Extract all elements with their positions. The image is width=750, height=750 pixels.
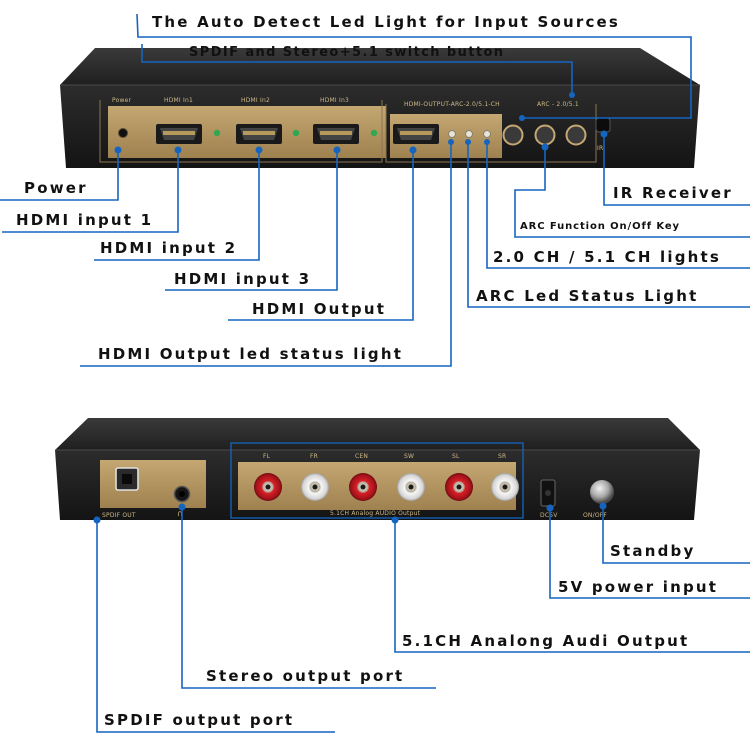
callout-power: Power (24, 179, 88, 197)
back-cen-caption: CEN (355, 453, 368, 460)
hdmi-in1-led (213, 129, 221, 137)
back-sl-caption: SL (452, 453, 460, 460)
back-onoff-caption: ON/OFF (583, 512, 607, 519)
leader-dots (93, 92, 608, 524)
callout-hdmi-output-led: HDMI Output led status light (98, 345, 404, 363)
hdmi-output-port (393, 124, 439, 144)
callout-spdif-output-port: SPDIF output port (104, 711, 295, 729)
back-sr-caption: SR (498, 453, 506, 460)
standby-switch (590, 480, 614, 504)
back-dc5v-caption: DC5V (540, 512, 558, 519)
hdmi-output-status-led (448, 130, 456, 138)
callout-hdmi-input-2: HDMI input 2 (100, 239, 238, 257)
callout-stereo-output-port: Stereo output port (206, 667, 405, 685)
front-hdmi-in3-caption: HDMI In3 (320, 97, 349, 104)
front-top-surface (60, 48, 700, 85)
arc-function-button (534, 124, 556, 146)
callout-spdif-switch: SPDIF and Stereo+5.1 switch button (189, 45, 505, 60)
back-spdif-caption: SPDIF OUT (102, 512, 136, 519)
hdmi-in3-port (313, 124, 359, 144)
front-hdmi-in1-caption: HDMI In1 (164, 97, 193, 104)
front-device: Power HDMI In1 HDMI In2 HDMI In3 HDMI-OU… (60, 48, 700, 168)
front-arc-group-caption: ARC - 2.0/5.1 (537, 101, 579, 108)
hdmi-in2-led (292, 129, 300, 137)
callout-hdmi-input-3: HDMI input 3 (174, 270, 312, 288)
back-fl-caption: FL (263, 453, 271, 460)
spdif-optical-port (115, 467, 139, 491)
mode-button (565, 124, 587, 146)
callout-auto-detect-led: The Auto Detect Led Light for Input Sour… (152, 13, 621, 31)
power-indicator (118, 128, 128, 138)
hdmi-in3-led (370, 129, 378, 137)
front-hdmi-in2-caption: HDMI In2 (241, 97, 270, 104)
hdmi-in1-port (156, 124, 202, 144)
callout-ir-receiver: IR Receiver (613, 184, 733, 202)
callout-standby: Standby (610, 542, 696, 560)
spdif-switch-button (502, 124, 524, 146)
front-ir-caption: IR (597, 145, 603, 152)
callout-hdmi-output: HDMI Output (252, 300, 387, 318)
callout-hdmi-input-1: HDMI input 1 (16, 211, 154, 229)
leader-lines (0, 13, 750, 733)
back-fr-caption: FR (310, 453, 318, 460)
callout-5v-power-input: 5V power input (558, 578, 719, 596)
hdmi-in2-port (236, 124, 282, 144)
back-top-surface (55, 418, 700, 450)
headphone-icon: ∩ (177, 509, 183, 518)
callout-arc-led: ARC Led Status Light (476, 287, 699, 305)
ir-receiver-window (595, 117, 611, 133)
callout-analog-output: 5.1CH Analong Audi Output (402, 632, 690, 650)
back-analog-caption: 5.1CH Analog AUDIO Output (330, 510, 421, 517)
analog-output-frame (230, 442, 524, 519)
dc5v-jack (540, 479, 556, 507)
channel-status-led (483, 130, 491, 138)
callout-arc-key: ARC Function On/Off Key (520, 221, 680, 232)
arc-status-led (465, 130, 473, 138)
callout-channel-lights: 2.0 CH / 5.1 CH lights (493, 248, 722, 266)
back-device: FL FR CEN SW SL SR 5.1CH Analog AUDIO Ou… (55, 418, 700, 520)
front-power-caption: Power (112, 97, 131, 104)
front-output-group-caption: HDMI-OUTPUT-ARC-2.0/5.1-CH (404, 101, 500, 108)
back-sw-caption: SW (404, 453, 414, 460)
